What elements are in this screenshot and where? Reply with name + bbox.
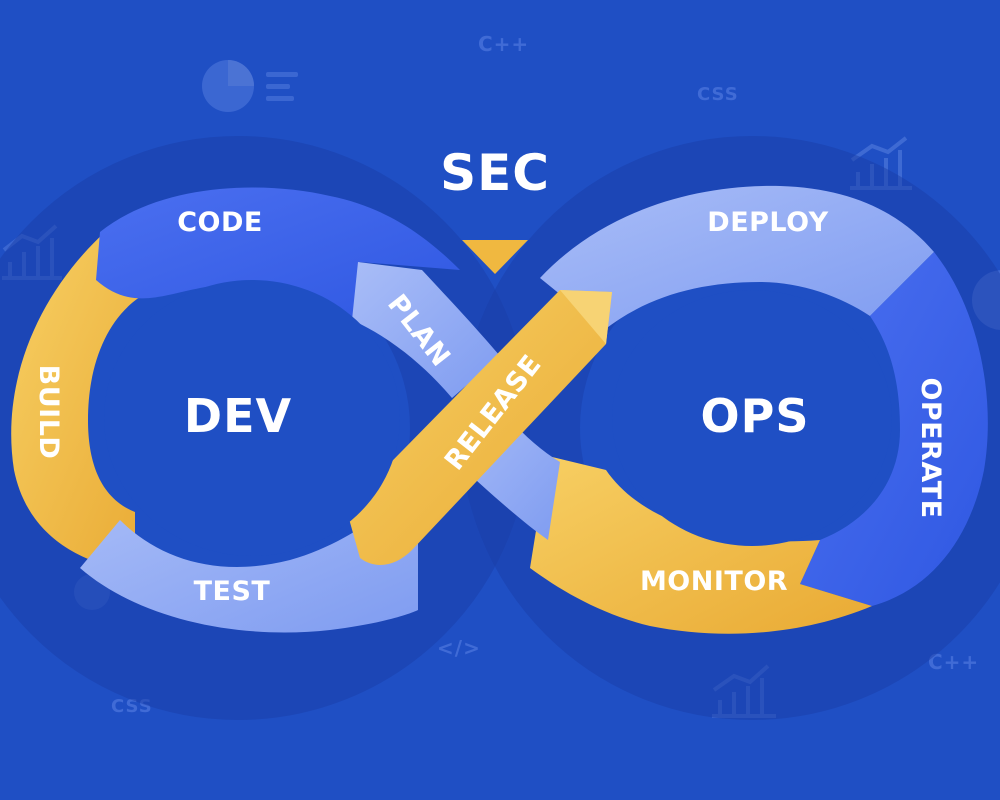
plan-segment: [352, 262, 500, 398]
monitor-segment: [530, 456, 872, 634]
test-segment: [80, 488, 418, 633]
release-arrow-head: [560, 290, 612, 344]
monitor-label: MONITOR: [640, 566, 788, 597]
code-tag-icon: </>: [437, 636, 481, 660]
build-segment: [11, 232, 152, 572]
sec-title: SEC: [440, 144, 550, 202]
cpp-label: C++: [478, 32, 530, 56]
build-label: BUILD: [33, 365, 64, 460]
test-label: TEST: [194, 576, 271, 607]
dev-hole: [104, 280, 400, 556]
dev-label: DEV: [184, 389, 292, 443]
ops-hole: [612, 290, 892, 546]
release-segment: [346, 290, 612, 565]
sec-pointer-icon: [462, 240, 528, 274]
ops-label: OPS: [701, 389, 810, 443]
deploy-label: DEPLOY: [707, 207, 828, 238]
pie-chart-icon: [202, 60, 298, 112]
code-segment: [96, 187, 460, 320]
operate-segment: [800, 252, 988, 606]
css-label: CSS: [697, 84, 739, 105]
deploy-segment: [540, 185, 934, 330]
code-label: CODE: [177, 207, 263, 238]
operate-label: OPERATE: [915, 377, 946, 518]
